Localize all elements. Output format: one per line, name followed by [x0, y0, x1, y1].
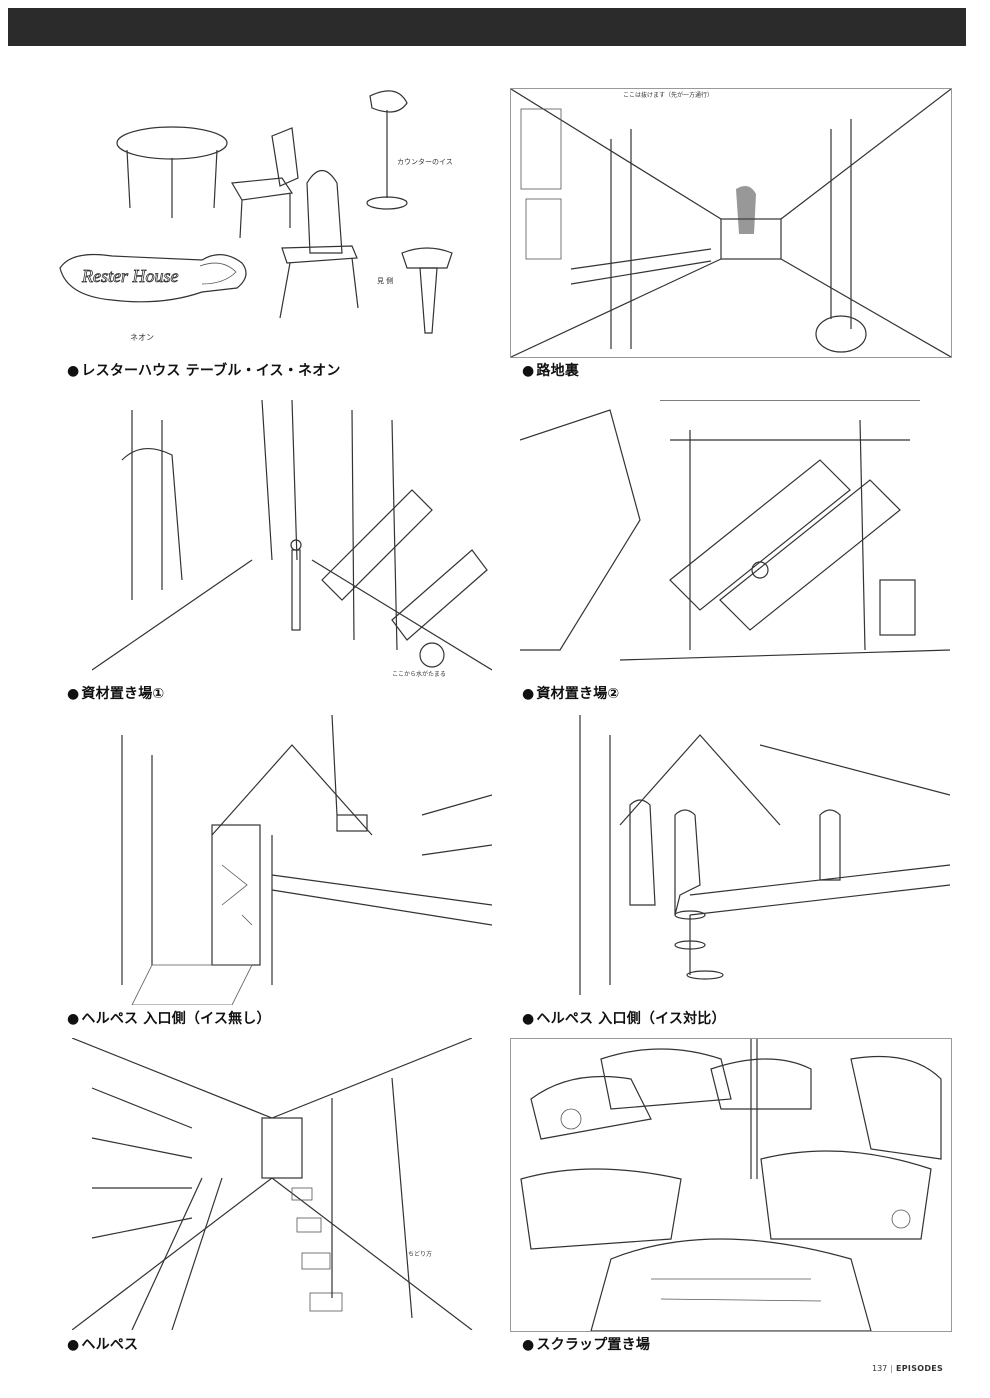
alley-note: ここは抜けます（先が一方通行）: [623, 91, 713, 99]
bullet-icon: ●: [67, 1337, 80, 1353]
caption-rester-house: ●レスターハウス テーブル・イス・ネオン: [67, 360, 341, 380]
section-name: EPISODES: [895, 1364, 944, 1373]
sketch-cell-herpes-entrance-1: ●ヘルペス 入口側（イス無し）: [52, 715, 492, 1030]
bullet-icon: ●: [522, 686, 535, 702]
bullet-icon: ●: [67, 363, 80, 379]
sketch-cell-scrap-yard: ●スクラップ置き場: [510, 1038, 952, 1358]
caption-text: ヘルペス: [81, 1337, 139, 1353]
herpes-note: ちどり方: [408, 1250, 432, 1258]
sketch-cell-material-yard-1: ここから水がたまる ●資材置き場①: [52, 400, 492, 705]
bullet-icon: ●: [522, 1337, 535, 1353]
caption-text: 路地裏: [536, 363, 580, 379]
neon-note: ネオン: [130, 333, 154, 342]
sketch-cell-material-yard-2: ●資材置き場②: [510, 400, 950, 705]
caption-text: ヘルペス 入口側（イス無し）: [81, 1011, 271, 1027]
caption-material-yard-1: ●資材置き場①: [67, 683, 164, 703]
caption-material-yard-2: ●資材置き場②: [522, 683, 619, 703]
neon-logo-text: Rester House: [81, 266, 178, 286]
caption-text: 資材置き場②: [536, 686, 620, 702]
bullet-icon: ●: [522, 1011, 535, 1027]
sketch-herpes-entrance-2: [530, 715, 950, 1005]
sketch-cell-rester-house: Rester House ネオン カウンターのイス 見 側 ●レスターハウス テ…: [52, 78, 472, 380]
sketch-material-yard-2: [520, 400, 950, 678]
footer-separator: |: [890, 1364, 893, 1373]
sketch-cell-alley: ここは抜けます（先が一方通行） ●路地裏: [510, 88, 952, 380]
material-note: ここから水がたまる: [392, 670, 446, 678]
sketch-herpes: ちどり方: [72, 1038, 492, 1330]
page-footer: 137|EPISODES: [872, 1364, 943, 1373]
sketch-cell-herpes: ちどり方 ●ヘルペス: [52, 1038, 492, 1358]
page-number: 137: [872, 1364, 888, 1373]
sketch-alley: ここは抜けます（先が一方通行）: [510, 88, 952, 358]
caption-scrap-yard: ●スクラップ置き場: [522, 1334, 650, 1354]
caption-alley: ●路地裏: [522, 360, 579, 380]
sketch-material-yard-1: ここから水がたまる: [92, 400, 492, 680]
caption-herpes-entrance-1: ●ヘルペス 入口側（イス無し）: [67, 1008, 271, 1028]
bullet-icon: ●: [67, 1011, 80, 1027]
sketch-cell-herpes-entrance-2: ●ヘルペス 入口側（イス対比）: [510, 715, 950, 1030]
caption-text: ヘルペス 入口側（イス対比）: [536, 1011, 726, 1027]
header-band: [8, 8, 966, 46]
bullet-icon: ●: [522, 363, 535, 379]
stool-side-note: 見 側: [377, 276, 393, 285]
sketch-scrap-yard: [510, 1038, 952, 1332]
caption-text: 資材置き場①: [81, 686, 165, 702]
sketch-herpes-entrance-1: [92, 715, 492, 1005]
counter-chair-note: カウンターのイス: [397, 157, 453, 166]
caption-text: スクラップ置き場: [536, 1337, 651, 1353]
caption-herpes: ●ヘルペス: [67, 1334, 138, 1354]
sketch-furniture: Rester House ネオン カウンターのイス 見 側: [52, 78, 472, 348]
caption-text: レスターハウス テーブル・イス・ネオン: [81, 363, 341, 379]
caption-herpes-entrance-2: ●ヘルペス 入口側（イス対比）: [522, 1008, 726, 1028]
bullet-icon: ●: [67, 686, 80, 702]
